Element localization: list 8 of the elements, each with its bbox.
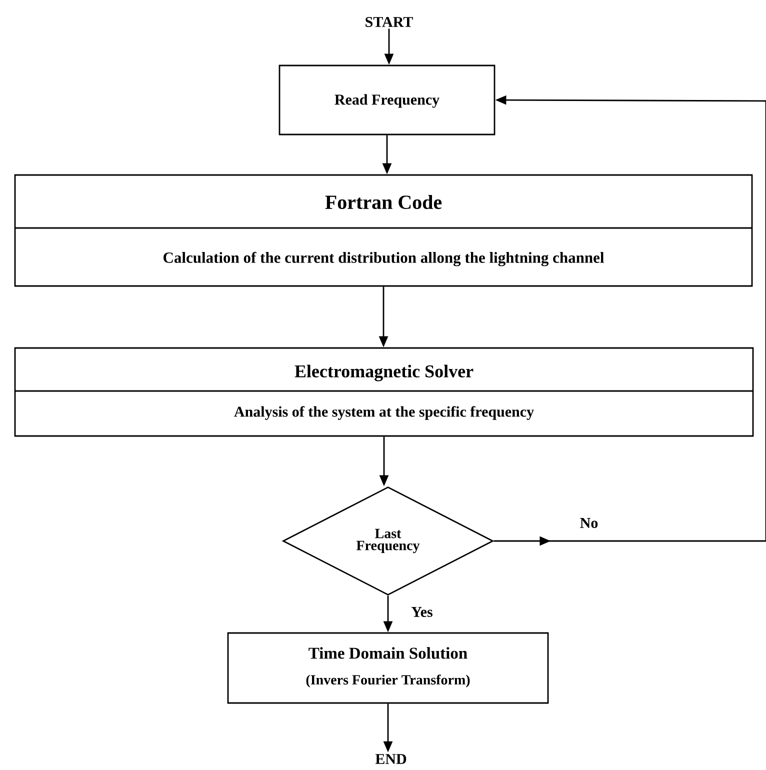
terminal-label: END <box>375 754 406 764</box>
terminal-label: START <box>366 16 413 28</box>
process-box: Electromagnetic Solver Analysis of the system at the specific frequency <box>14 347 754 437</box>
process-box: Read Frequency <box>278 64 496 136</box>
process-box: Time Domain Solution (Invers Fourier Transform) <box>227 632 549 704</box>
edge-label: Yes <box>410 606 434 618</box>
edge-label: No <box>578 517 600 529</box>
process-box: Fortran Code Calculation of the current distribution allong the lightning channel <box>14 174 753 287</box>
